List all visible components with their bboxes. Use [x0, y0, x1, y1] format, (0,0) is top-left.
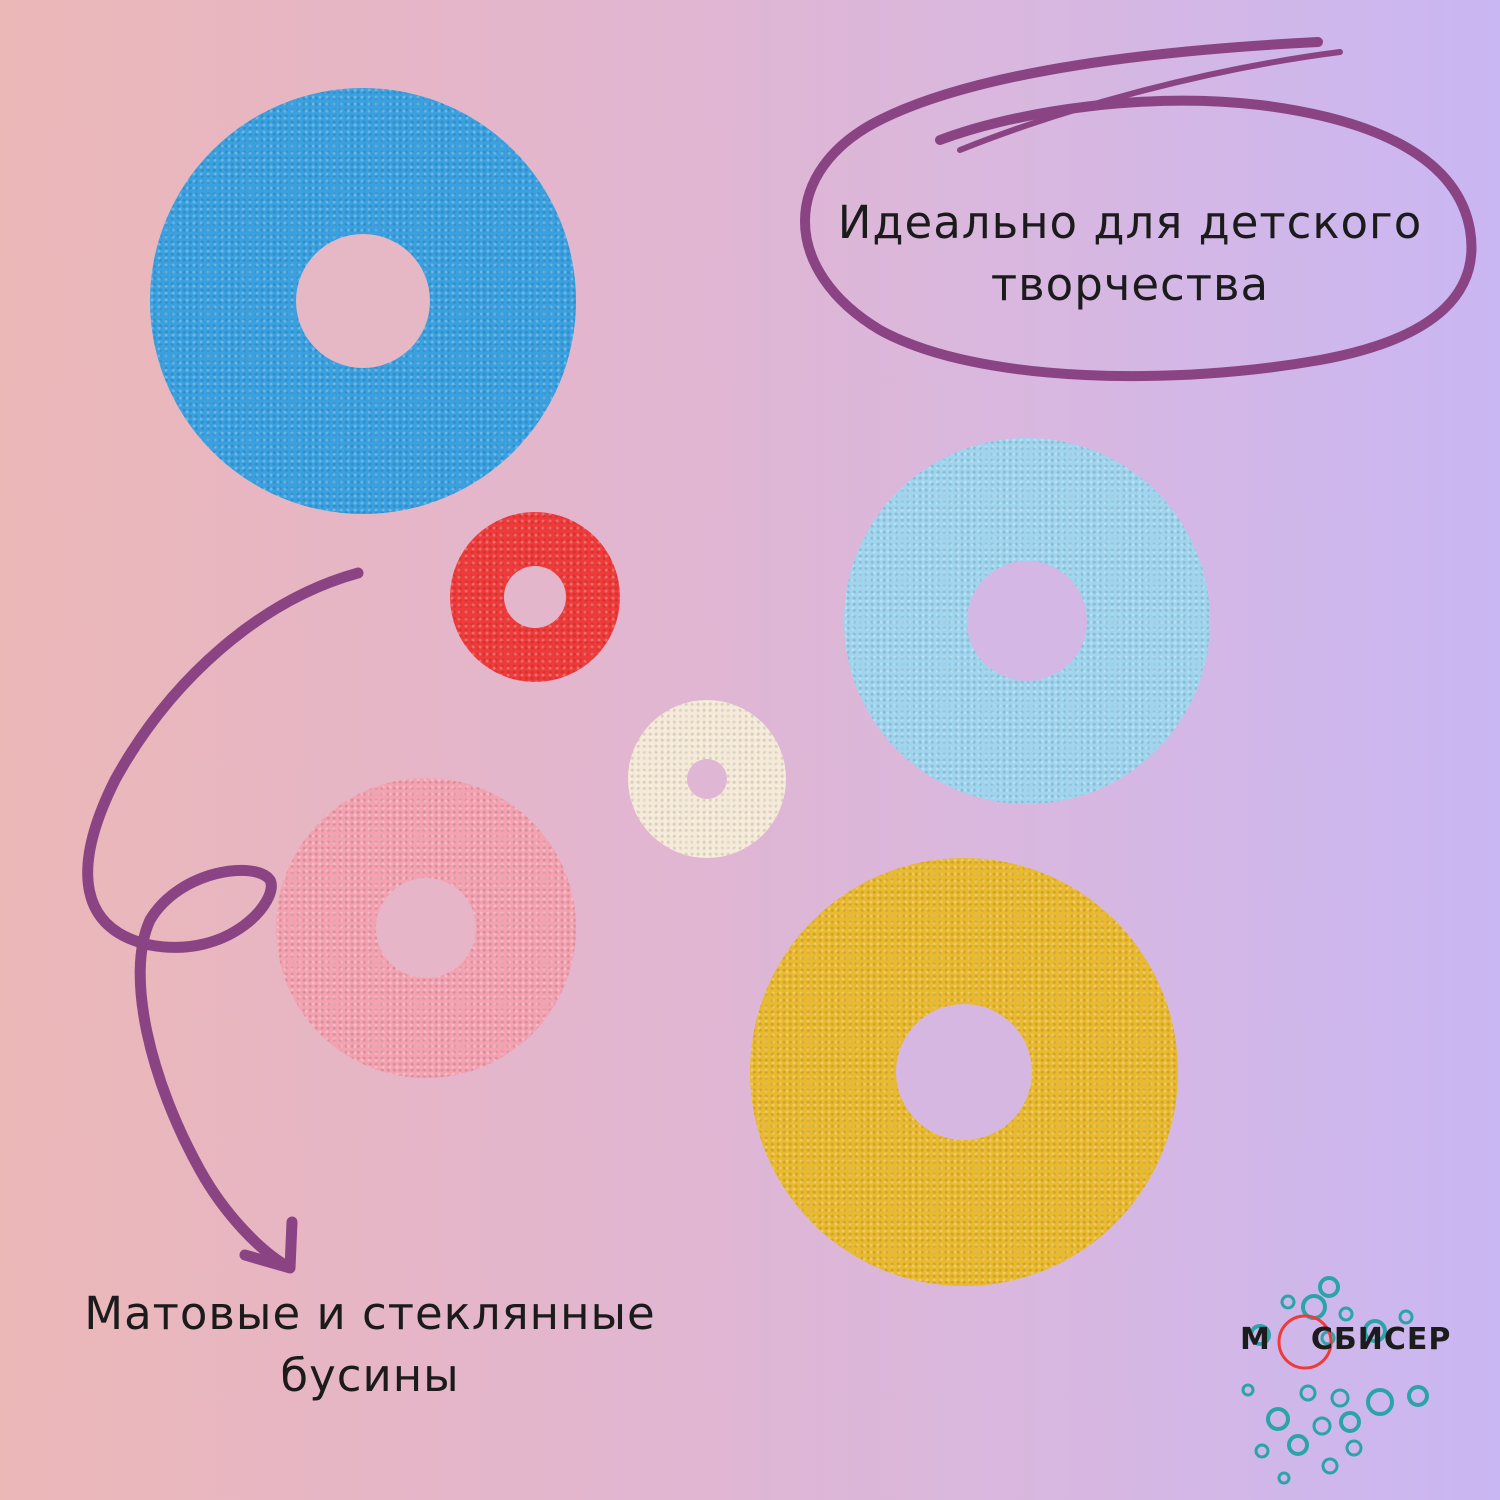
top-headline-line2: творчества	[990, 258, 1270, 311]
top-headline: Идеально для детского творчества	[800, 192, 1460, 316]
light-blue-ring-hole	[967, 561, 1087, 681]
yellow-ring-hole	[896, 1004, 1032, 1140]
pink-bead-ring	[276, 778, 576, 1078]
cream-ring-hole	[687, 759, 727, 799]
bottom-headline-line2: бусины	[280, 1349, 460, 1402]
red-bead-ring	[450, 512, 620, 682]
blue-ring-hole	[296, 234, 430, 368]
pink-ring-hole	[376, 878, 476, 978]
bottom-headline-line1: Матовые и стеклянные	[84, 1287, 656, 1340]
top-headline-line1: Идеально для детского	[837, 196, 1423, 249]
mosbiser-logo-bubbles-icon	[1241, 1276, 1429, 1485]
loop-arrow	[82, 567, 364, 1274]
light-blue-bead-ring	[844, 438, 1210, 804]
blue-bead-ring	[150, 88, 576, 514]
scribble-ellipse	[800, 37, 1477, 382]
red-ring-hole	[504, 566, 566, 628]
yellow-bead-ring	[750, 858, 1178, 1286]
bottom-headline: Матовые и стеклянные бусины	[40, 1283, 700, 1407]
cream-bead-ring	[628, 700, 786, 858]
